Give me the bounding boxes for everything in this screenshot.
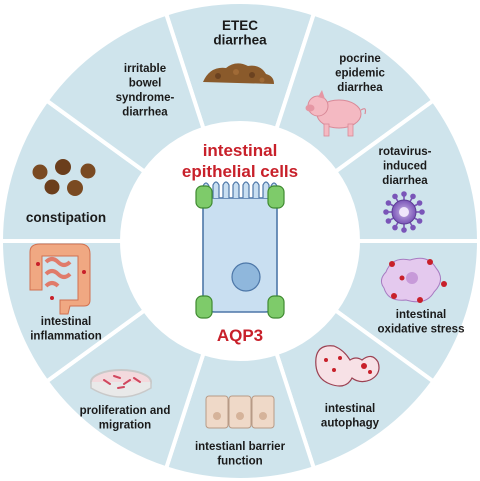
segment-label-line: inflammation (30, 331, 102, 343)
epithelial-cell-icon (195, 181, 285, 319)
ring-segment (43, 11, 207, 175)
stool-pellets-icon (32, 159, 96, 196)
segment-label-line: rotavirus- (378, 146, 431, 158)
aqp3-channel-icon (195, 185, 213, 209)
segment-label-line: migration (99, 420, 151, 432)
segment-label-line: diarrhea (122, 107, 168, 119)
segment-label-line: diarrhea (382, 175, 428, 187)
aqp3-channel-icon (195, 295, 213, 319)
segment-label-line: autophagy (321, 418, 380, 430)
segment-label-line: intestinal (41, 316, 91, 328)
aqp3-channel-icon (267, 185, 285, 209)
pig-icon (305, 90, 367, 137)
autophagy-cell-icon (315, 345, 380, 387)
protein-label: AQP3 (217, 326, 263, 345)
segment-label-line: intestianl barrier (195, 441, 286, 453)
segment-label-line: function (217, 456, 262, 468)
segment-label-line: bowel (129, 78, 162, 90)
barrier-cells-icon (205, 395, 275, 429)
stool-pile-icon (203, 63, 274, 84)
aqp3-channel-icon (267, 295, 285, 319)
inflamed-intestine-icon (29, 243, 91, 315)
segment-label-line: epidemic (335, 68, 385, 80)
segment-label-line: induced (383, 161, 427, 173)
segment-label-line: ETEC (222, 18, 258, 33)
segment-label-line: diarrhea (213, 33, 267, 48)
segment-label-line: syndrome- (116, 92, 175, 104)
segment-labels: ETECdiarrheapocrineepidemicdiarrhearotav… (26, 18, 465, 468)
segment-label-line: irritable (124, 63, 166, 75)
center-title-line1: intestinal (203, 141, 278, 160)
virus-icon (383, 191, 425, 233)
segment-label-line: proliferation and (80, 405, 171, 417)
segment-label-line: constipation (26, 210, 106, 225)
segment-label-line: intestinal (325, 403, 375, 415)
segment-label-line: oxidative stress (378, 324, 465, 336)
segment-label-line: intestinal (396, 309, 446, 321)
oxidative-stress-cell-icon (380, 257, 447, 303)
segment-label-line: pocrine (339, 53, 381, 65)
petri-dish-icon (90, 369, 152, 398)
segment-label-line: diarrhea (337, 82, 383, 94)
center-title-line2: epithelial cells (182, 162, 298, 181)
